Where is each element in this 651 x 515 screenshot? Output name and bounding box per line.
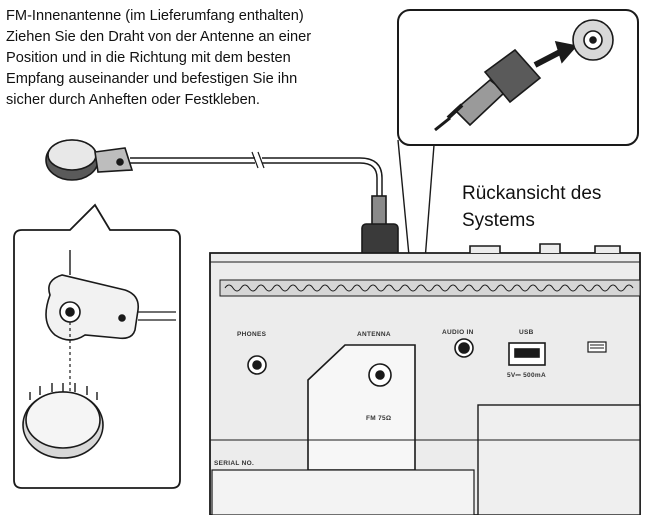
usb-label: USB [519,329,534,336]
antenna-instructions: FM-Innenantenne (im Lieferumfang enthalt… [6,8,312,108]
connector-zoom-callout [397,9,639,351]
rear-view-label: Rückansicht des Systems [462,183,602,231]
usb-rating-label: 5V⎓ 500mA [507,372,546,379]
phones-label: PHONES [237,331,267,338]
serial-no-label: SERIAL NO. [214,460,255,467]
antenna-wire [130,151,383,198]
antenna-disc-icon [45,139,134,181]
audio-in-label: AUDIO IN [442,329,474,336]
clip-detail-callout [13,203,181,489]
rear-panel [209,243,641,515]
antenna-label: ANTENNA [357,331,391,338]
fm-label: FM 75Ω [366,415,392,422]
